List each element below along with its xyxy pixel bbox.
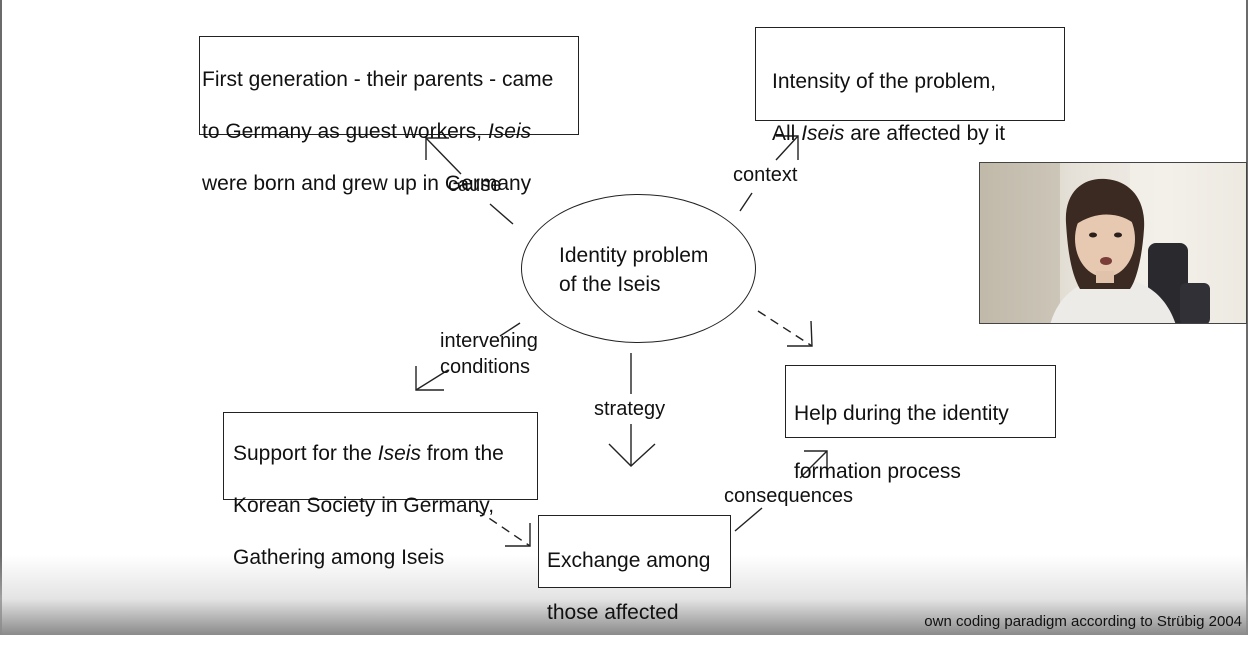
cause-box-line2: to Germany as guest workers, [202, 120, 488, 143]
label-intervening-line2: conditions [440, 356, 531, 378]
label-intervening: intervening conditions [440, 328, 538, 380]
cause-box-line1: First generation - their parents - came [202, 68, 554, 91]
support-box-line2: Korean Society in Germany, [233, 494, 495, 517]
context-box-line2-post: are affected by it [844, 122, 1006, 145]
support-box-line1-post: from the [420, 442, 504, 465]
support-box: Support for the Iseis from the Korean So… [223, 412, 538, 569]
exchange-box: Exchange among those affected [538, 515, 731, 624]
label-intervening-line1: intervening [440, 330, 538, 352]
support-box-line3: Gathering among Iseis [233, 546, 445, 569]
webcam-video [979, 162, 1247, 324]
webcam-person-illustration [980, 163, 1246, 323]
cause-box-line2-italic: Iseis [487, 120, 532, 143]
center-line1: Identity problem [559, 244, 709, 267]
center-ellipse [521, 194, 756, 343]
cause-box-line3: were born and grew up in Germany [202, 172, 532, 195]
context-box-line2-pre: All [772, 122, 802, 145]
label-cause: cause [448, 174, 502, 196]
support-box-line1-italic: Iseis [377, 442, 421, 465]
label-strategy: strategy [594, 398, 666, 420]
context-box: Intensity of the problem, All Iseis are … [755, 27, 1065, 145]
cause-box: First generation - their parents - came … [199, 36, 579, 195]
context-box-line2-italic: Iseis [801, 122, 845, 145]
exchange-box-line1: Exchange among [547, 549, 711, 572]
center-line2: of the Iseis [559, 273, 661, 296]
slide-frame [0, 0, 1248, 635]
help-box: Help during the identity formation proce… [785, 365, 1056, 483]
center-text: Identity problem of the Iseis [559, 241, 708, 299]
exchange-box-line2: those affected [547, 601, 679, 624]
help-box-line1: Help during the identity [794, 402, 1009, 425]
label-context: context [733, 164, 798, 186]
help-box-line2: formation process [794, 460, 961, 483]
context-box-line1: Intensity of the problem, [772, 70, 997, 93]
support-box-line1-pre: Support for the [233, 442, 378, 465]
footer-citation: own coding paradigm according to Strübig… [924, 613, 1242, 630]
label-consequences: consequences [724, 485, 853, 507]
